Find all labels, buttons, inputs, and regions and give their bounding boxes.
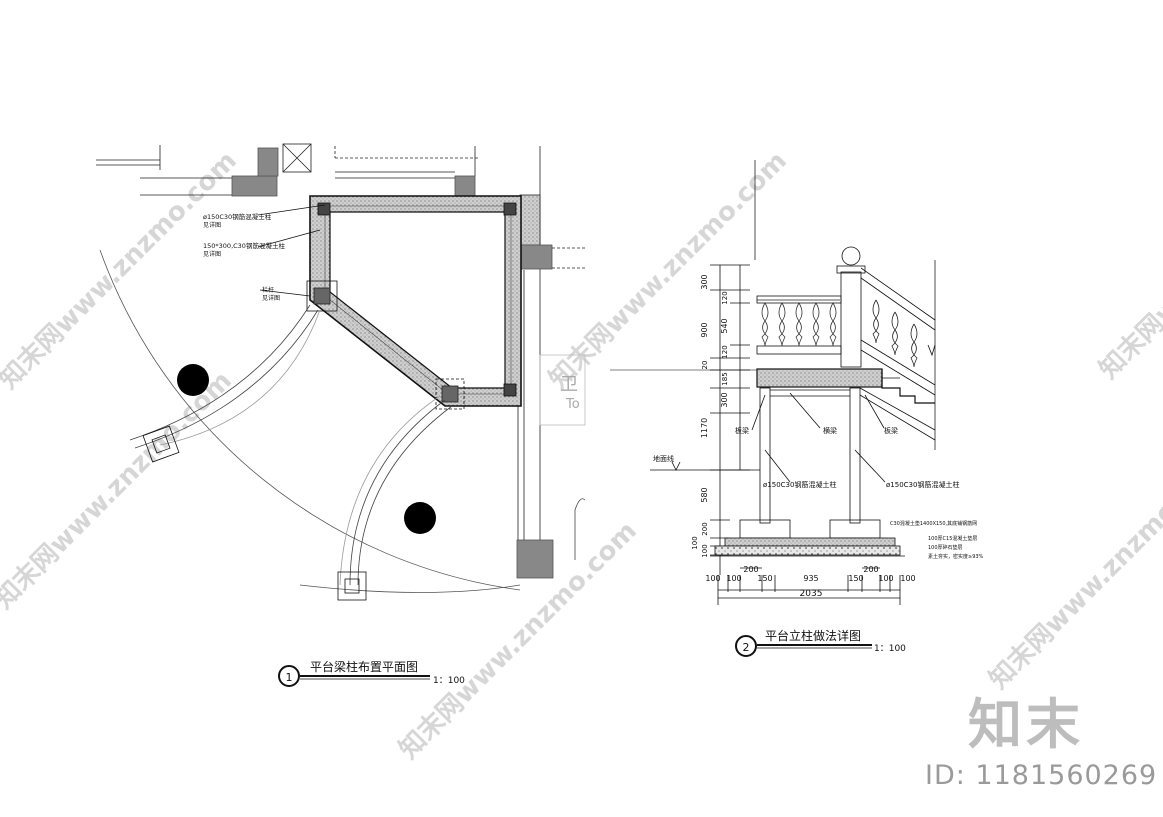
dim-bottom: 150 xyxy=(757,574,772,583)
dim-bottom: 100 xyxy=(726,574,741,583)
plan-drawing: 卫 To xyxy=(96,143,586,601)
dim-left: 120 xyxy=(721,345,729,358)
column-mark xyxy=(503,383,517,397)
label-post-sub: 见详图 xyxy=(262,294,280,302)
post-box xyxy=(435,378,465,410)
label-column-sub: 见详图 xyxy=(203,221,221,229)
dim-bottom: 100 xyxy=(878,574,893,583)
column-left xyxy=(759,387,771,524)
brand-watermark: 知末 xyxy=(968,693,1084,756)
detail-drawing xyxy=(610,160,936,605)
watermark-layer: 知末网www.znzmo.com 知末网www.znzmo.com 知末网www… xyxy=(0,136,1163,765)
dim-left: 120 xyxy=(721,291,729,304)
watermark-text: 知末网www.znzmo.com xyxy=(984,446,1163,695)
dim-left: 300 xyxy=(700,274,709,289)
image-id: ID: 1181560269 xyxy=(925,760,1158,791)
watermark-text: 知末网www.znzmo.com xyxy=(1094,136,1163,385)
plan-labels: ø150C30钢筋混凝土柱 见详图 150*300,C30钢筋混凝土柱 见详图 … xyxy=(203,212,285,302)
dim-left: 900 xyxy=(700,322,709,337)
dim-bottom: 150 xyxy=(848,574,863,583)
watermark-text: 知末网www.znzmo.com xyxy=(0,146,243,395)
dim-bottom: 100 xyxy=(900,574,915,583)
detail-title-block: 2 平台立柱做法详图 1：100 xyxy=(735,628,906,657)
label-post: 栏杆 xyxy=(262,286,274,294)
dim-left: 185 xyxy=(721,372,729,385)
label-layer-2: 100厚C15混凝土垫层 xyxy=(928,535,977,542)
watermark-text: 知末网www.znzmo.com xyxy=(0,366,238,615)
dim-left: 100 xyxy=(691,536,699,549)
plan-title-block: 1 平台梁柱布置平面图 1：100 xyxy=(278,659,465,687)
plan-title: 平台梁柱布置平面图 xyxy=(310,659,418,674)
label-layer-3: 100厚碎石垫层 xyxy=(928,544,963,551)
label-edge-beam-right: 板梁 xyxy=(884,426,898,435)
dim-left: 20 xyxy=(701,361,709,370)
dim-total: 2035 xyxy=(800,589,823,599)
dim-left: 540 xyxy=(720,318,729,333)
label-beam-sub: 见详图 xyxy=(203,250,221,258)
dim-bottom: 935 xyxy=(803,574,818,583)
platform-beam xyxy=(309,195,522,407)
detail-number: 2 xyxy=(743,641,750,654)
label-column-right: ø150C30钢筋混凝土柱 xyxy=(886,480,959,489)
label-column: ø150C30钢筋混凝土柱 xyxy=(203,212,272,221)
room-text: To xyxy=(565,397,580,412)
dim-left: 1170 xyxy=(700,418,709,438)
dim-bottom: 100 xyxy=(705,574,720,583)
dim-left: 580 xyxy=(700,487,709,502)
column-mark xyxy=(503,202,517,216)
plan-scale: 1：100 xyxy=(433,676,465,686)
label-layer-4: 素土夯实，密实度≥93% xyxy=(928,553,984,560)
label-layer-1: C30混凝土垫1400X150,其底铺钢筋网 xyxy=(890,520,977,527)
detail-scale: 1：100 xyxy=(874,644,906,654)
label-edge-beam-left: 板梁 xyxy=(735,426,749,435)
dim-left: 200 xyxy=(701,522,709,535)
dim-left: 100 xyxy=(701,544,709,557)
watermark-text: 知末网www.znzmo.com xyxy=(544,146,793,395)
plan-number: 1 xyxy=(286,671,293,684)
label-beam: 150*300,C30钢筋混凝土柱 xyxy=(203,241,285,250)
platform-slab xyxy=(756,368,883,388)
label-beam-mid: 横梁 xyxy=(823,426,837,435)
dim-left: 300 xyxy=(720,392,729,407)
room-label: 卫 xyxy=(560,374,578,395)
label-column-left: ø150C30钢筋混凝土柱 xyxy=(763,480,836,489)
detail-title: 平台立柱做法详图 xyxy=(765,628,861,643)
dim-bottom: 200 xyxy=(743,565,758,574)
ground-label: 地面线 xyxy=(653,454,674,463)
dim-bottom: 200 xyxy=(863,565,878,574)
column-right xyxy=(849,387,861,524)
detail-labels: 地面线 板梁 横梁 板梁 ø150C30钢筋混凝土柱 ø150C30钢筋混凝土柱… xyxy=(653,274,984,599)
balustrade xyxy=(756,246,936,396)
